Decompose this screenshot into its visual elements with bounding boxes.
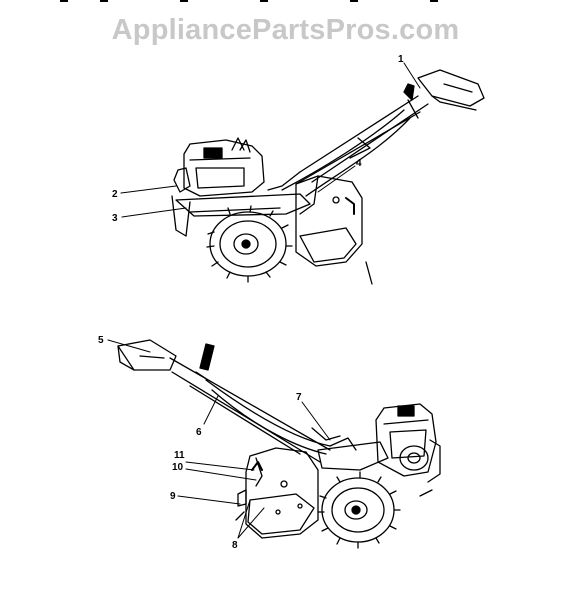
callout-5: 5 bbox=[98, 335, 104, 346]
callout-3: 3 bbox=[112, 213, 118, 224]
callout-2: 2 bbox=[112, 189, 118, 200]
upper-callout-leaders bbox=[120, 62, 421, 218]
callout-numbers: 1 2 3 4 5 6 7 8 9 10 11 bbox=[98, 54, 404, 551]
watermark-text: AppliancePartsPros.com bbox=[111, 14, 460, 46]
lower-callout-leaders bbox=[107, 339, 331, 539]
callout-7: 7 bbox=[296, 392, 302, 403]
callout-6: 6 bbox=[196, 427, 202, 438]
callout-8: 8 bbox=[232, 540, 238, 551]
callout-11: 11 bbox=[174, 450, 185, 461]
callout-10: 10 bbox=[172, 462, 184, 473]
callout-9: 9 bbox=[170, 491, 176, 502]
lower-tiller-view bbox=[117, 339, 441, 549]
cropped-top-border bbox=[60, 0, 440, 3]
callout-1: 1 bbox=[398, 54, 404, 65]
callout-4: 4 bbox=[356, 158, 362, 169]
upper-tiller-view bbox=[171, 69, 485, 285]
